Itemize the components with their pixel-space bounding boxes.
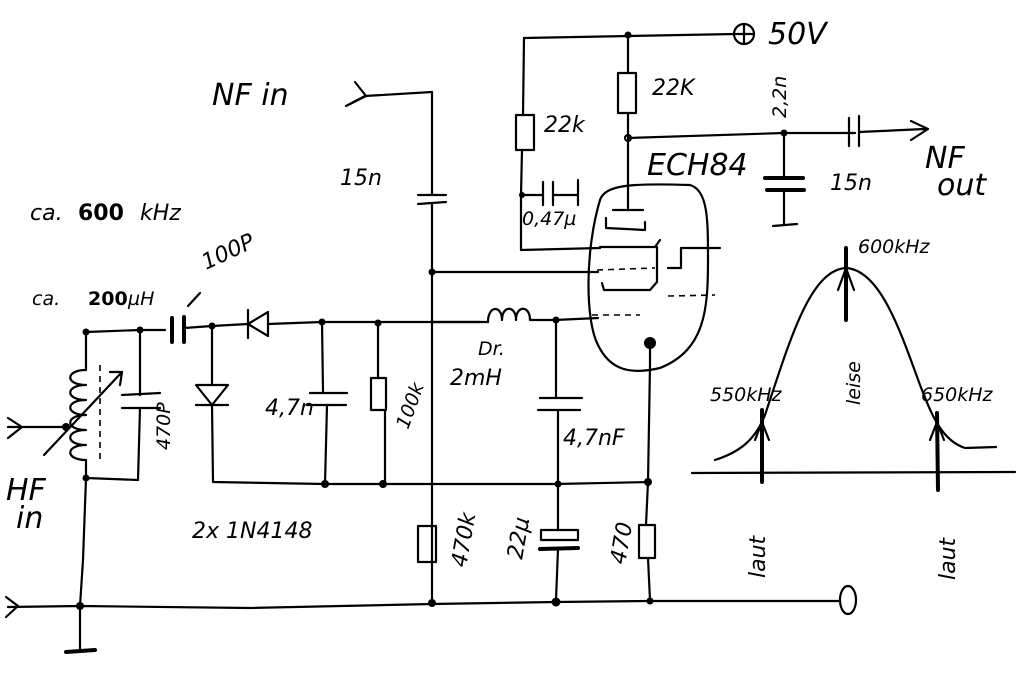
supply-rail: 50V — [521, 17, 829, 117]
detector-capacitor: 4,7n — [265, 318, 349, 488]
nf-out-label-2: out — [937, 168, 987, 203]
cathode-resistor-label: 470 — [606, 520, 638, 566]
nf-in-cap-label: 15n — [340, 166, 382, 191]
shunt-diode-icon — [194, 383, 230, 407]
freq-note-unit: kHz — [140, 201, 181, 226]
cathode-line — [644, 363, 652, 486]
series-diode-icon — [246, 308, 270, 340]
supply-voltage-label: 50V — [768, 17, 829, 52]
choke: Dr. 2mH — [430, 307, 560, 391]
hf-in-label-2: in — [16, 501, 43, 536]
tube-wiring — [430, 246, 602, 322]
ground-rail — [4, 584, 858, 654]
low-note-label: laut — [746, 534, 771, 578]
screen-capacitor-label: 0,47µ — [522, 208, 576, 230]
choke-label-1: Dr. — [478, 338, 505, 360]
nf-input: NF in 15n — [212, 78, 448, 602]
detector-resistor: 100k — [369, 319, 429, 488]
hf-in-label-1: HF — [6, 473, 47, 508]
low-freq-label: 550kHz — [710, 384, 783, 406]
grid-resistor: 470k — [416, 510, 482, 569]
tank-cap-label: 470P — [153, 402, 175, 450]
electrolytic-capacitor: 22µ — [503, 482, 580, 602]
high-freq-label: 650kHz — [921, 384, 994, 406]
resonance-curve: 600kHz leise 550kHz laut 650kHz laut — [690, 236, 1017, 580]
anode-resistor-label: 22K — [652, 76, 696, 101]
bypass-cap-label: 4,7nF — [563, 426, 625, 451]
inductor-value: 200 — [88, 288, 128, 310]
tank-inductor-icon — [69, 368, 88, 462]
inductor-prefix: ca. — [32, 288, 60, 310]
peak-note-label: leise — [843, 361, 865, 405]
freq-note-prefix: ca. — [30, 201, 63, 226]
detector-diodes: 2x 1N4148 — [192, 308, 652, 544]
ground-icon — [64, 648, 97, 654]
supply-terminal-icon — [732, 22, 756, 46]
cathode-resistor: 470 — [606, 480, 657, 602]
hf-tank-circuit: ca. 600 kHz ca. 200 µH 470P HF in — [6, 201, 181, 608]
choke-label-2: 2mH — [450, 366, 502, 391]
peak-freq-label: 600kHz — [858, 236, 931, 258]
output-cap-label: 15n — [830, 171, 872, 196]
grid-resistor-label: 470k — [447, 510, 481, 569]
ech84-tube: ECH84 — [587, 136, 748, 372]
output-line: 2,2n 15n NF out — [626, 76, 987, 228]
inductor-unit: µH — [127, 288, 154, 310]
high-note-label: laut — [936, 536, 961, 580]
nf-out-label-1: NF — [925, 141, 965, 176]
anode-resistor: 22K — [616, 33, 696, 143]
output-terminal-icon — [838, 584, 858, 616]
screen-capacitor: 0,47µ — [519, 178, 580, 230]
freq-note-value: 600 — [78, 201, 124, 226]
electrolytic-cap-label: 22µ — [503, 515, 535, 561]
detector-resistor-label: 100k — [392, 379, 429, 432]
coupling-cap-label: 100P — [198, 229, 259, 275]
screen-resistor-label: 22k — [544, 113, 586, 138]
bypass-capacitor: 4,7nF — [536, 318, 625, 488]
nf-in-label: NF in — [212, 78, 289, 113]
tube-label: ECH84 — [647, 148, 748, 183]
detector-cap-label: 4,7n — [265, 396, 314, 421]
diodes-label: 2x 1N4148 — [192, 519, 312, 544]
choke-inductor-icon — [486, 307, 540, 324]
output-shunt-cap-label: 2,2n — [769, 76, 791, 118]
frequency-axis — [690, 470, 1017, 475]
